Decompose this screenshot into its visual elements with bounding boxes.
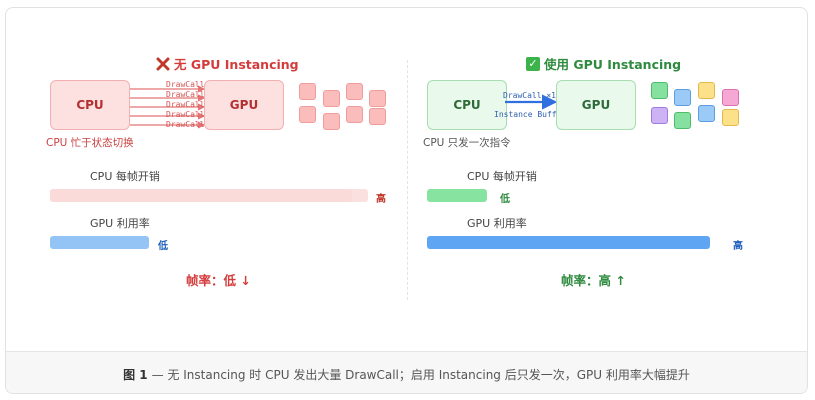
left-gpu-util-label: GPU 利用率 [90,217,150,230]
left-cpu-cost-bar [50,189,353,202]
left-cpu-cost-level: 高 [376,194,386,205]
object-tile [651,82,668,99]
object-tile [323,90,340,107]
right-gpu-util-level: 高 [733,241,743,252]
object-tile [299,83,316,100]
drawcall-arrows [130,85,206,129]
left-fps: 帧率：低 ↓ [186,273,251,288]
right-gpu-util-bar [427,236,711,249]
object-tile [674,89,691,106]
right-cpu-label: CPU [453,98,481,112]
object-tile [722,89,739,106]
cross-mark-icon [156,57,170,71]
left-gpu-util-level: 低 [158,241,168,252]
left-gpu-label: GPU [229,98,259,112]
left-note: CPU 忙于状态切换 [46,137,134,149]
left-gpu-box: GPU [204,80,284,130]
object-tile [674,112,691,129]
left-cpu-cost-label: CPU 每帧开销 [90,170,160,183]
right-gpu-box: GPU [556,80,636,130]
object-tile [369,108,386,125]
left-title-text: 无 GPU Instancing [174,57,299,72]
right-gpu-util-track [427,236,725,249]
object-tile [369,90,386,107]
left-cpu-label: CPU [76,98,104,112]
object-tile [299,106,316,123]
check-mark-icon: ✓ [526,56,540,71]
drawcall-labels: DrawCall DrawCall DrawCall DrawCall Draw… [166,80,205,130]
left-cpu-cost-track [50,189,368,202]
drawcall-label: DrawCall [166,80,205,89]
figure-card: 无 GPU Instancing CPU DrawCall DrawCall D… [5,7,808,394]
right-cpu-cost-track [427,189,725,202]
right-cpu-cost-label: CPU 每帧开销 [467,170,537,183]
right-gpu-label: GPU [581,98,611,112]
drawcall-label: DrawCall [166,120,205,129]
instance-buffer-label: Instance Buffer [494,110,556,119]
right-cpu-cost-level: 低 [500,194,510,205]
drawcall-label: DrawCall [166,100,205,109]
drawcall-label: DrawCall [166,110,205,119]
right-title-text: 使用 GPU Instancing [544,57,682,72]
object-tile [346,83,363,100]
object-tile [323,113,340,130]
panel-divider [407,60,408,300]
figure-number: 图 1 [123,367,148,382]
right-title: ✓ 使用 GPU Instancing [526,54,681,73]
object-tile [651,107,668,124]
drawcall-x1-label: DrawCall ×1 [503,91,556,100]
left-cpu-box: CPU [50,80,130,130]
right-cpu-box: CPU [427,80,507,130]
right-cpu-cost-bar [427,189,487,202]
object-tile [698,82,715,99]
single-drawcall-arrow [505,94,558,110]
right-gpu-util-label: GPU 利用率 [467,217,527,230]
left-gpu-util-bar [50,236,149,249]
right-note: CPU 只发一次指令 [423,137,511,149]
left-title: 无 GPU Instancing [156,54,299,73]
drawcall-label: DrawCall [166,90,205,99]
figure-caption: 图 1 — 无 Instancing 时 CPU 发出大量 DrawCall；启… [6,351,807,393]
right-fps: 帧率：高 ↑ [561,273,626,288]
object-tile [698,105,715,122]
left-gpu-util-track [50,236,368,249]
caption-text: — 无 Instancing 时 CPU 发出大量 DrawCall；启用 In… [151,367,690,382]
object-tile [722,109,739,126]
object-tile [346,106,363,123]
